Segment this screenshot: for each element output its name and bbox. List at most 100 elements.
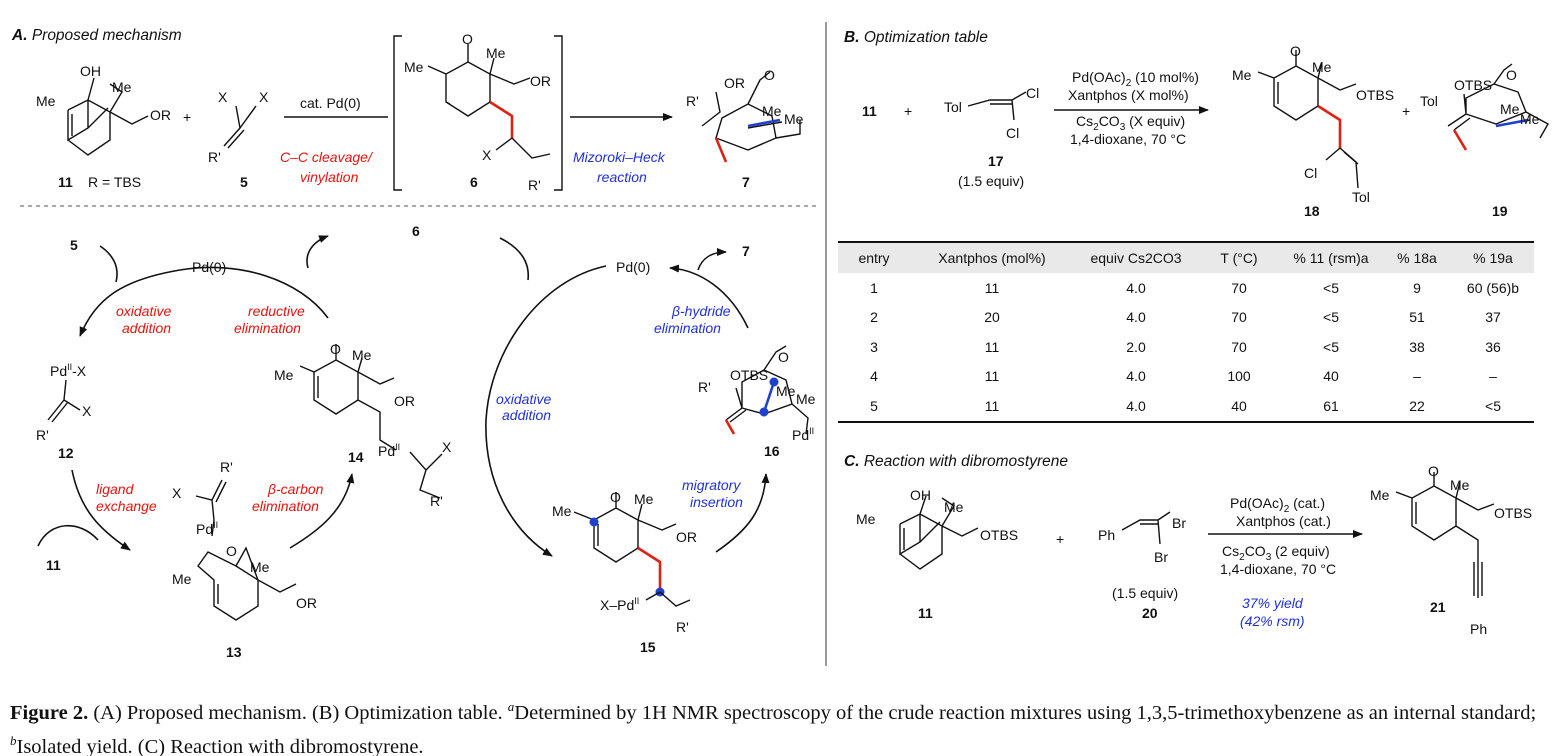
table-cell: 4 (870, 368, 878, 385)
r-prime-label: R' (430, 493, 443, 509)
table-cell: 4.0 (1126, 368, 1146, 385)
me-label: Me (796, 391, 816, 407)
compound-number: 20 (1142, 605, 1158, 621)
structure-11-c: OH Me Me OTBS 11 (856, 487, 1018, 621)
structure-6: O Me Me OR X R' 6 (404, 31, 551, 193)
or-label: OR (676, 529, 697, 545)
condition-line: Cs2CO3 (X equiv) (1076, 113, 1185, 133)
compound-number: 5 (240, 174, 248, 190)
x-label: X (172, 485, 182, 501)
compound-number: 5 (70, 237, 78, 253)
table-cell: 2 (870, 309, 878, 326)
compound-number: 16 (764, 443, 780, 459)
me-label: Me (1450, 477, 1470, 493)
panel-c-heading: C. Reaction with dibromostyrene (844, 453, 1068, 470)
condition-line: Cs2CO3 (2 equiv) (1222, 543, 1330, 563)
me-label: Me (352, 347, 372, 363)
or-label: OR (724, 75, 745, 91)
table-cell: <5 (1323, 309, 1339, 326)
structure-16: OTBS R' O Me Me PdII 16 (698, 345, 816, 459)
me-label: Me (1370, 487, 1390, 503)
yield-label: 37% yield (1242, 595, 1304, 611)
cycle-arrow-out (697, 248, 727, 271)
compound-number: 13 (226, 644, 242, 660)
compound-number: 12 (58, 445, 74, 461)
otbs-label: OTBS (730, 367, 768, 383)
step-label: reaction (597, 169, 647, 185)
r-prime-label: R' (686, 93, 699, 109)
plus-sign: + (183, 109, 191, 125)
o-label: O (226, 543, 237, 559)
compound-number: 6 (470, 174, 478, 190)
compound-number: 11 (862, 103, 877, 119)
table-cell: 11 (984, 338, 1000, 355)
step-label: ligand (96, 481, 135, 497)
table-cell: 11 (984, 397, 1000, 414)
panel-a-heading: A. Proposed mechanism (11, 27, 182, 44)
structure-20: Ph Br Br (1.5 equiv) 20 (1098, 511, 1186, 621)
step-label: vinylation (300, 169, 359, 185)
me-label: Me (172, 571, 192, 587)
step-label: Mizoroki–Heck (573, 149, 666, 165)
catalyst-label: cat. Pd(0) (300, 95, 361, 111)
table-cell: – (1489, 368, 1497, 385)
step-label: elimination (654, 320, 721, 336)
r-prime-label: R' (220, 459, 233, 475)
pd-label: PdII (196, 520, 218, 537)
o-label: O (462, 31, 473, 47)
structure-21: O Me Me OTBS Ph 21 (1370, 463, 1532, 637)
table-cell: 20 (984, 309, 1000, 326)
step-label: C–C cleavage/ (280, 149, 374, 165)
table-cell: 70 (1231, 279, 1247, 296)
or-label: OR (150, 107, 171, 123)
structure-17: Tol Cl Cl 17 (1.5 equiv) (944, 85, 1039, 189)
tol-label: Tol (944, 99, 962, 115)
col-header-18: % 18a (1382, 242, 1452, 273)
cycle-arrow-out (306, 235, 329, 269)
optimization-table: entry Xantphos (mol%) equiv Cs2CO3 T (°C… (838, 241, 1534, 423)
structure-18: O Me Me OTBS Cl Tol 18 (1232, 43, 1394, 219)
plus-sign: + (1402, 103, 1410, 119)
equiv-label: (1.5 equiv) (1112, 585, 1178, 601)
caption-text: Isolated yield. (C) Reaction with dibrom… (16, 735, 424, 756)
col-header-entry: entry (838, 242, 910, 273)
compound-number: 18 (1304, 203, 1320, 219)
step-label: reductive (248, 303, 305, 319)
table-cell: 1 (870, 279, 878, 296)
compound-number: 11 (58, 174, 73, 190)
me-label: Me (486, 45, 506, 61)
or-label: OR (296, 595, 317, 611)
structure-15: O Me Me OR X–PdII R' 15 (552, 489, 697, 655)
cycle-arrow-in (499, 237, 529, 281)
oh-label: OH (910, 487, 931, 503)
table-cell: 100 (1227, 368, 1251, 385)
br-label: Br (1172, 515, 1186, 531)
compound-number: 19 (1492, 203, 1508, 219)
x-label: X (442, 439, 452, 455)
otbs-label: OTBS (1494, 505, 1532, 521)
table-cell: 37 (1485, 309, 1501, 326)
me-label: Me (250, 559, 270, 575)
table-cell: 36 (1485, 338, 1501, 355)
table-cell: 11 (984, 368, 1000, 385)
caption-label: Figure 2. (10, 701, 89, 724)
r-prime-label: R' (36, 427, 49, 443)
me-label: Me (112, 79, 132, 95)
step-label: addition (502, 407, 551, 423)
r-prime-label: R' (698, 379, 711, 395)
cycle-arrow (79, 266, 329, 337)
step-label: oxidative (496, 391, 551, 407)
r-prime-label: R' (676, 619, 689, 635)
caption-footnote-mark: b (10, 732, 17, 748)
condition-line: Xantphos (X mol%) (1068, 87, 1189, 103)
equiv-label: (1.5 equiv) (958, 173, 1024, 189)
o-label: O (1506, 67, 1517, 83)
me-label: Me (274, 367, 294, 383)
table-cell: 38 (1409, 338, 1425, 355)
table-cell: 2.0 (1126, 338, 1146, 355)
table-cell: 70 (1231, 309, 1247, 326)
